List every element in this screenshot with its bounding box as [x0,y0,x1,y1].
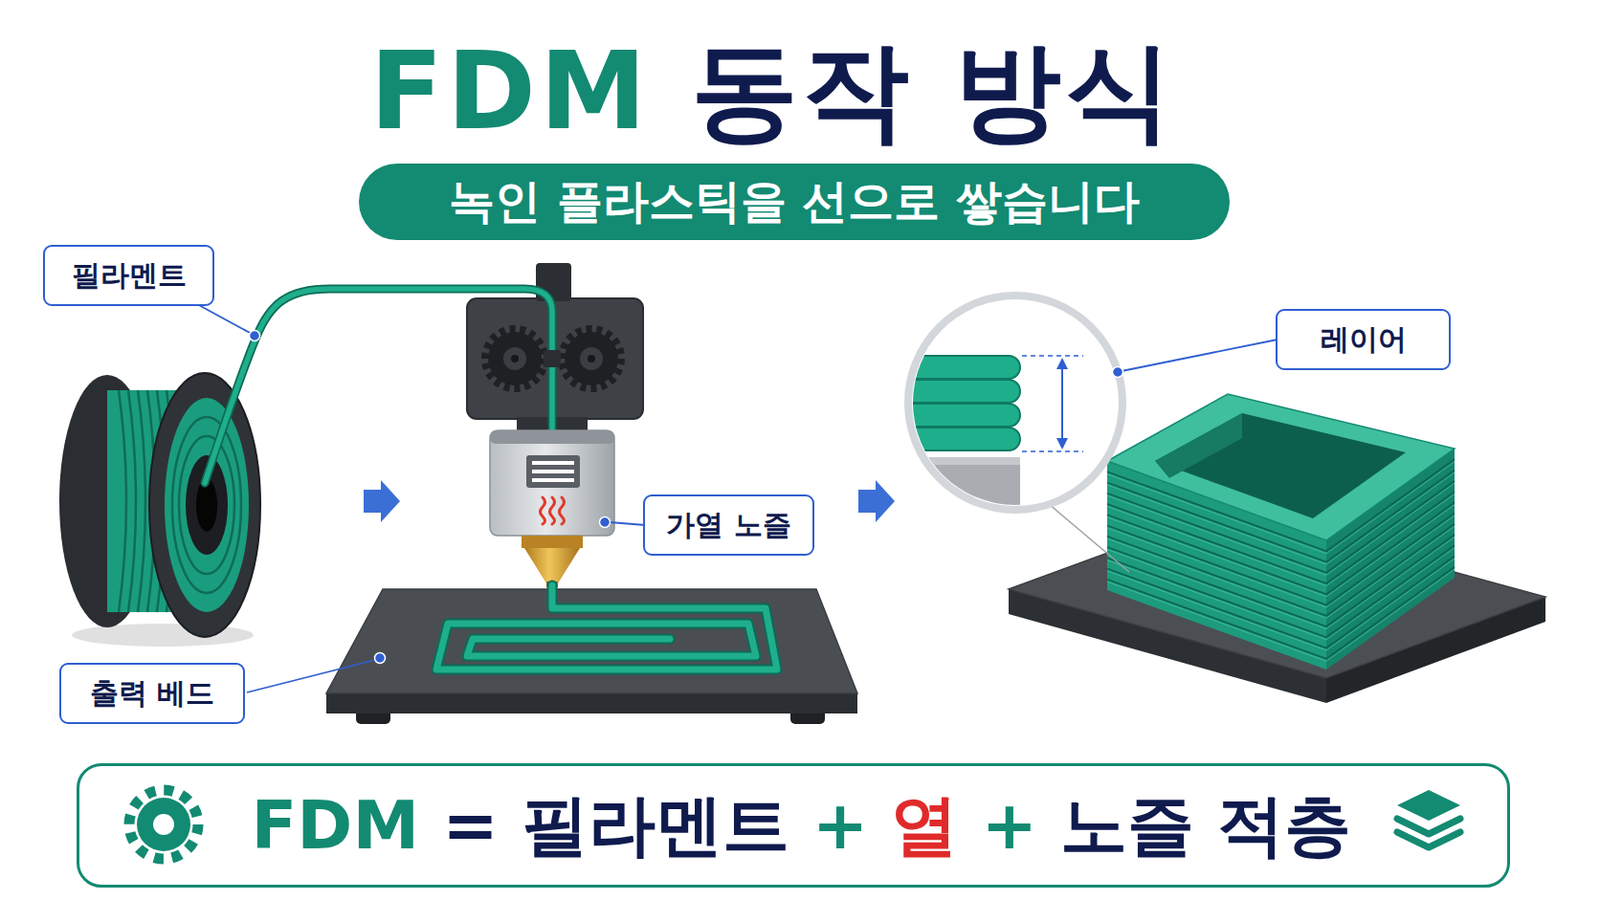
heater-block [540,497,565,525]
formula-term: = [442,787,499,866]
callout-text: 레이어 [1320,323,1407,357]
gear-icon [153,814,175,836]
magnifier [889,457,1021,506]
layers-icon [1397,832,1461,848]
filament-spool [172,417,242,594]
callout-label: 필라멘트 [43,244,215,307]
leader-line [1121,339,1278,372]
magnifier [1056,438,1068,450]
filament-spool [149,373,261,638]
heater-block [526,455,580,489]
leader-line [197,304,252,334]
filament-spool [128,390,136,613]
magnifier [1022,450,1084,453]
leader-dot [1112,367,1124,378]
printed-object [1155,413,1406,519]
callout-label: 가열 노즐 [643,494,815,556]
magnifier [1022,355,1084,357]
heater-block [532,461,575,466]
extruder [587,355,596,363]
callout-text: 필라멘트 [71,259,187,293]
title: FDM 동작 방식 [0,28,1547,154]
magnifier [880,403,1021,427]
layers-icon [1397,790,1461,848]
extruder [503,347,527,371]
extruder [579,347,603,371]
brass-nozzle [521,535,583,549]
magnifier [1056,357,1068,370]
callout-text: 출력 베드 [89,677,215,712]
heater-block [532,478,575,483]
formula-row: FDM = 필라멘트 + 열 + 노즐 적층 [222,766,1380,886]
brass-nozzle [524,548,580,584]
filament-spool [137,390,146,613]
printed-object [1155,413,1243,479]
formula-term: 열 [890,787,958,866]
leader-line [197,304,1278,693]
flow-arrow [363,480,400,523]
flow-arrow [858,480,895,523]
gear-icon [129,790,199,860]
formula-term: 필라멘트 [521,787,790,866]
layer-lines [1107,569,1455,662]
magnifier [880,379,1021,403]
extruder [561,329,622,389]
filament-spool [178,436,235,575]
magnifier [889,457,1021,466]
gear-icon [129,790,199,860]
heater-block [559,497,565,525]
brass-nozzle [521,535,583,588]
heater-block [489,430,615,445]
leader-line [609,522,645,526]
formula-term: + [980,787,1038,866]
callout-label: 출력 베드 [59,663,245,725]
print-bed [326,693,858,714]
callout-label: 레이어 [1275,309,1451,371]
heater-block [532,469,575,474]
filament-spool [118,390,127,613]
magnifier [880,295,1130,573]
magnifier [1061,365,1064,443]
title-part: 동작 방식 [649,28,1177,154]
filament-strand [543,350,561,368]
magnifier [880,427,1021,451]
formula-bar: FDM = 필라멘트 + 열 + 노즐 적층 [76,763,1511,889]
title-part: FDM [370,28,651,154]
extruder [485,329,545,389]
leader-dot [600,517,611,529]
heater-block [489,430,615,536]
subtitle-text: 녹인 플라스틱을 선으로 쌓습니다 [448,175,1140,228]
heater-block [489,430,615,536]
formula-term: + [812,787,869,866]
layers-icon [1397,819,1461,835]
magnifier [880,355,1021,379]
heater-block [540,497,546,525]
leader-line [246,658,383,693]
layers-icon [1397,790,1461,822]
subtitle-pill: 녹인 플라스틱을 선으로 쌓습니다 [358,163,1230,241]
gear-icon [136,798,191,852]
printed-object [1107,394,1455,670]
formula-term: 노즐 적층 [1060,787,1352,866]
callout-text: 가열 노즐 [666,509,791,543]
leader-dot [249,331,261,342]
extruder [511,355,519,363]
formula-term: FDM [251,787,421,866]
printed-path [436,585,778,670]
leader-dot [249,331,1124,665]
printed-path [436,585,778,670]
printed-object [1107,394,1455,541]
magnifier [1048,504,1130,573]
filament-spool [164,398,249,613]
heater-block [550,497,556,525]
leader-dot [375,653,386,665]
printed-path [436,585,778,670]
magnifier [880,355,1084,506]
